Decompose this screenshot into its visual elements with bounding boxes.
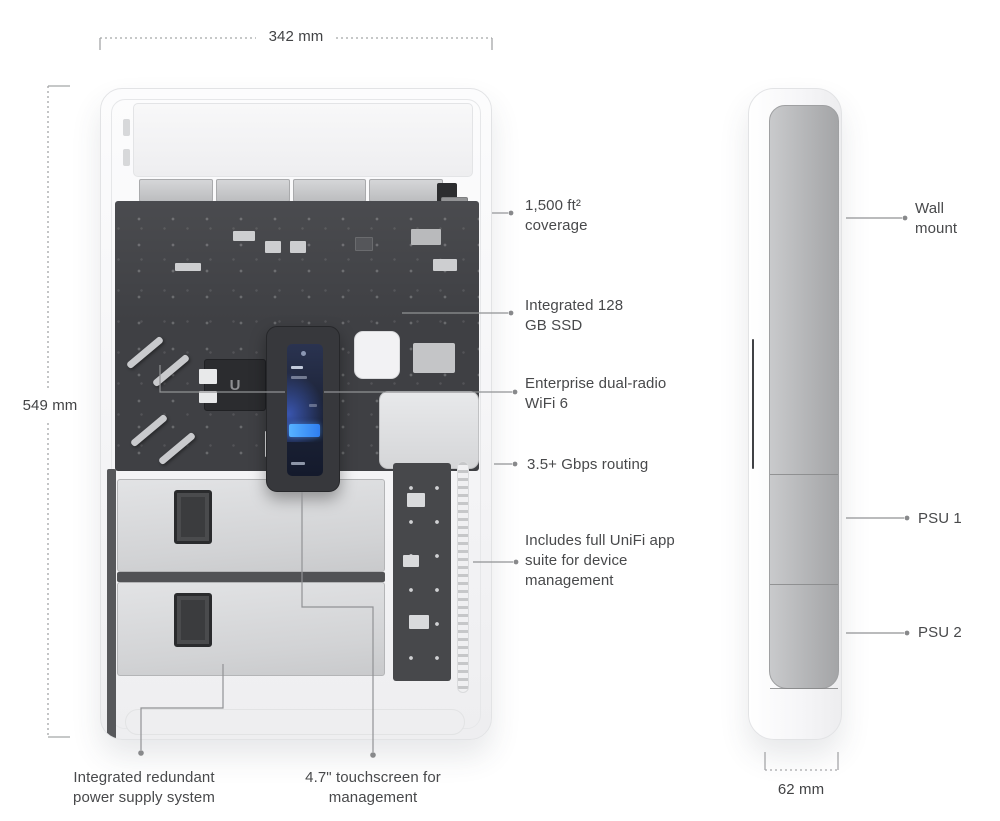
ssd-module [354,331,400,379]
psu-module-1 [117,479,385,572]
pcb-component [411,229,441,245]
top-cover [133,103,473,177]
callout-coverage: 1,500 ft² coverage [525,197,588,235]
height-dimension-label: 549 mm [22,397,78,414]
psu-connector [174,593,212,647]
antenna [129,413,169,448]
io-board [393,463,451,681]
antenna [157,431,197,466]
vent-rail [457,461,469,693]
side-view [748,88,842,740]
screen-text-line [291,462,305,465]
callout-psu-2: PSU 2 [918,624,962,641]
pcb-component [355,237,373,251]
callout-psu-1: PSU 1 [918,510,962,527]
screen-text-line [291,366,303,369]
antenna [125,335,165,370]
wall-mount-slot [752,339,754,469]
pcb-component [265,241,281,253]
callout-wall-mount: Wall mount [915,200,958,238]
touchscreen-module [266,326,340,492]
touchscreen-display [287,344,323,476]
width-dimension-label: 342 mm [268,28,324,45]
pcb-component [199,369,217,384]
screen-text-line [309,404,317,407]
pcb-component [409,615,429,629]
bottom-groove [125,709,465,735]
pcb-component [433,259,457,271]
pcb-component [233,231,255,241]
panel-seam [770,474,838,475]
panel-seam [770,584,838,585]
chip-marking: U [229,376,241,394]
callout-redundant-psu: Integrated redundant power supply system [73,769,215,807]
pcb-component [199,391,217,403]
callout-ssd: Integrated 128 GB SSD [525,297,624,335]
psu-rail [117,572,385,582]
pcb-component [413,343,455,373]
antenna [151,353,191,388]
heatsink-segment [292,179,367,202]
screen-status-dot [301,351,306,356]
heatsink-segment [369,179,443,202]
front-view: U [100,88,492,740]
side-panel [769,105,839,689]
callout-touchscreen: 4.7" touchscreen for management [305,769,441,807]
heatsink-segment [139,179,213,202]
heatsink-segment [215,179,290,202]
panel-seam [770,688,838,689]
callout-wifi: Enterprise dual-radio WiFi 6 [525,375,667,413]
screen-highlight-bar [289,424,320,437]
depth-dimension-label: 62 mm [777,781,825,798]
metal-tray [379,391,479,469]
chassis-edge [107,469,116,739]
mount-tab [123,119,130,136]
psu-module-2 [117,582,385,676]
pcb-component [407,493,425,507]
pcb-component [175,263,201,271]
psu-connector [174,490,212,544]
callout-app-suite: Includes full UniFi app suite for device… [525,532,675,590]
heatsink-row [139,179,443,202]
ubiquiti-chip: U [204,359,266,411]
pcb-component [290,241,306,253]
callout-routing: 3.5+ Gbps routing [527,456,649,473]
screen-text-line [291,376,307,379]
pcb-component [403,555,419,567]
mount-tab [123,149,130,166]
side-shell [748,88,842,740]
